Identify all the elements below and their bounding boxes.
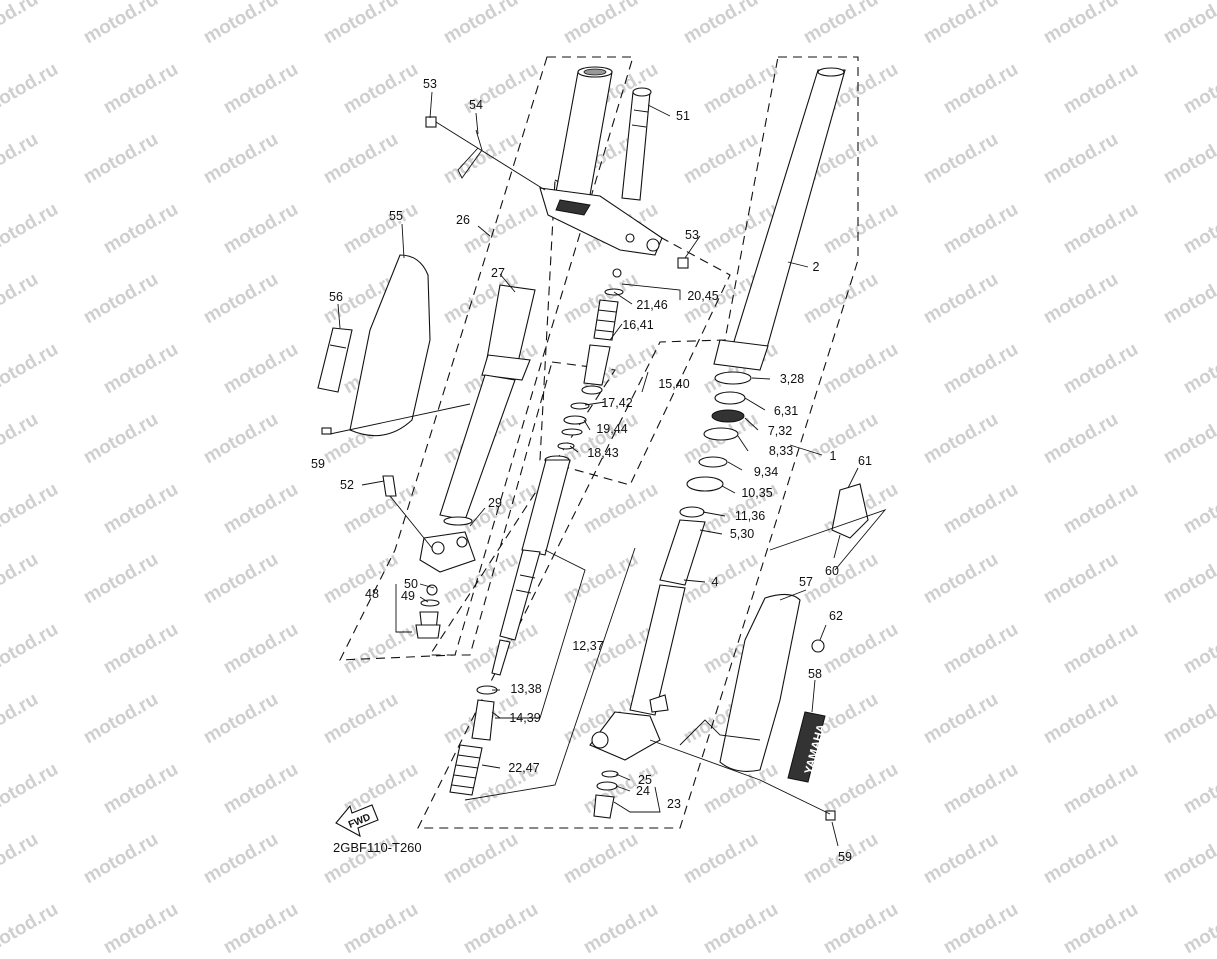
callout-label: 54 — [469, 98, 483, 112]
callout-label: 59 — [311, 457, 325, 471]
outer-tube-right — [713, 67, 846, 371]
callout-label: 19,44 — [596, 422, 627, 436]
callout-label: 16,41 — [622, 318, 653, 332]
nut-62 — [811, 639, 825, 653]
callout-label: 7,32 — [768, 424, 792, 438]
callout-label: 51 — [676, 109, 690, 123]
under-bracket — [539, 187, 663, 256]
upper-fork-tube-left — [555, 66, 613, 196]
diagram-code: 2GBF110-T260 — [333, 840, 422, 855]
guard-decal-left — [317, 327, 353, 393]
fwd-arrow-icon: FWD — [335, 804, 379, 838]
callout-label: 12,37 — [572, 639, 603, 653]
callout-label: 49 — [401, 589, 415, 603]
guard-plate-61 — [831, 483, 869, 539]
callout-label: 10,35 — [741, 486, 772, 500]
bolt-59-right — [825, 810, 836, 821]
callout-label: 58 — [808, 667, 822, 681]
callout-label: 17,42 — [601, 396, 632, 410]
bolt-52 — [382, 475, 433, 549]
axle-holder-right — [589, 694, 669, 761]
callout-label: 56 — [329, 290, 343, 304]
callout-label: 2 — [813, 260, 820, 274]
callout-label: 13,38 — [510, 682, 541, 696]
drain-bolt-23 — [593, 770, 619, 819]
callout-label: 55 — [389, 209, 403, 223]
guard-decal-right: YAMAHA — [787, 711, 828, 783]
callout-label: 15,40 — [658, 377, 689, 391]
callout-label: 60 — [825, 564, 839, 578]
fork-guard-right — [719, 593, 801, 772]
callout-label: 14,39 — [509, 711, 540, 725]
callout-layer: 53 54 51 53 55 26 27 2 20,45 21,46 16,41 56 15,40 3,2… — [311, 77, 872, 864]
callout-label: 22,47 — [508, 761, 539, 775]
drain-bolt-48 — [415, 584, 441, 639]
callout-label: 9,34 — [754, 465, 778, 479]
leader-lines — [329, 91, 887, 847]
callout-label: 23 — [667, 797, 681, 811]
damper-rod-group-outline — [428, 361, 616, 656]
seal-stack — [679, 371, 752, 518]
rebound-spring-22-47 — [449, 685, 498, 796]
bolt-59-left — [321, 427, 332, 435]
callout-label: 59 — [838, 850, 852, 864]
axle-holder-left — [419, 531, 476, 573]
callout-label: 27 — [491, 266, 505, 280]
callout-label: 25 — [638, 773, 652, 787]
outer-tube-left — [439, 284, 536, 526]
callout-label: 4 — [712, 575, 719, 589]
right-fork-group-outline — [417, 56, 859, 829]
callout-label: 24 — [636, 784, 650, 798]
valve-body — [557, 344, 611, 450]
inner-cartridge-tube — [491, 455, 571, 676]
inner-tube-right — [629, 519, 706, 716]
callout-label: 57 — [799, 575, 813, 589]
callout-label: 62 — [829, 609, 843, 623]
callout-label: 53 — [685, 228, 699, 242]
callout-label: 53 — [423, 77, 437, 91]
callout-label: 21,46 — [636, 298, 667, 312]
callout-label: 48 — [365, 587, 379, 601]
clip-54 — [457, 129, 483, 179]
steering-stem — [621, 87, 652, 201]
callout-label: 3,28 — [780, 372, 804, 386]
callout-label: 50 — [404, 577, 418, 591]
cap-bolt-16-41 — [593, 268, 624, 341]
callout-label: 1 — [830, 449, 837, 463]
callout-label: 18,43 — [587, 446, 618, 460]
callout-label: 20,45 — [687, 289, 718, 303]
callout-label: 52 — [340, 478, 354, 492]
exploded-fork-diagram: YAMAHA — [311, 56, 887, 864]
callout-label: 8,33 — [769, 444, 793, 458]
bolt-53-side — [677, 257, 689, 269]
callout-label: 5,30 — [730, 527, 754, 541]
callout-label: 11,36 — [735, 509, 765, 523]
callout-label: 26 — [456, 213, 470, 227]
callout-label: 29 — [488, 496, 502, 510]
callout-label: 6,31 — [774, 404, 798, 418]
callout-label: 61 — [858, 454, 872, 468]
bolt-53-top — [425, 116, 546, 191]
fork-guard-left — [349, 254, 431, 437]
cartridge-group-outline — [539, 179, 731, 486]
